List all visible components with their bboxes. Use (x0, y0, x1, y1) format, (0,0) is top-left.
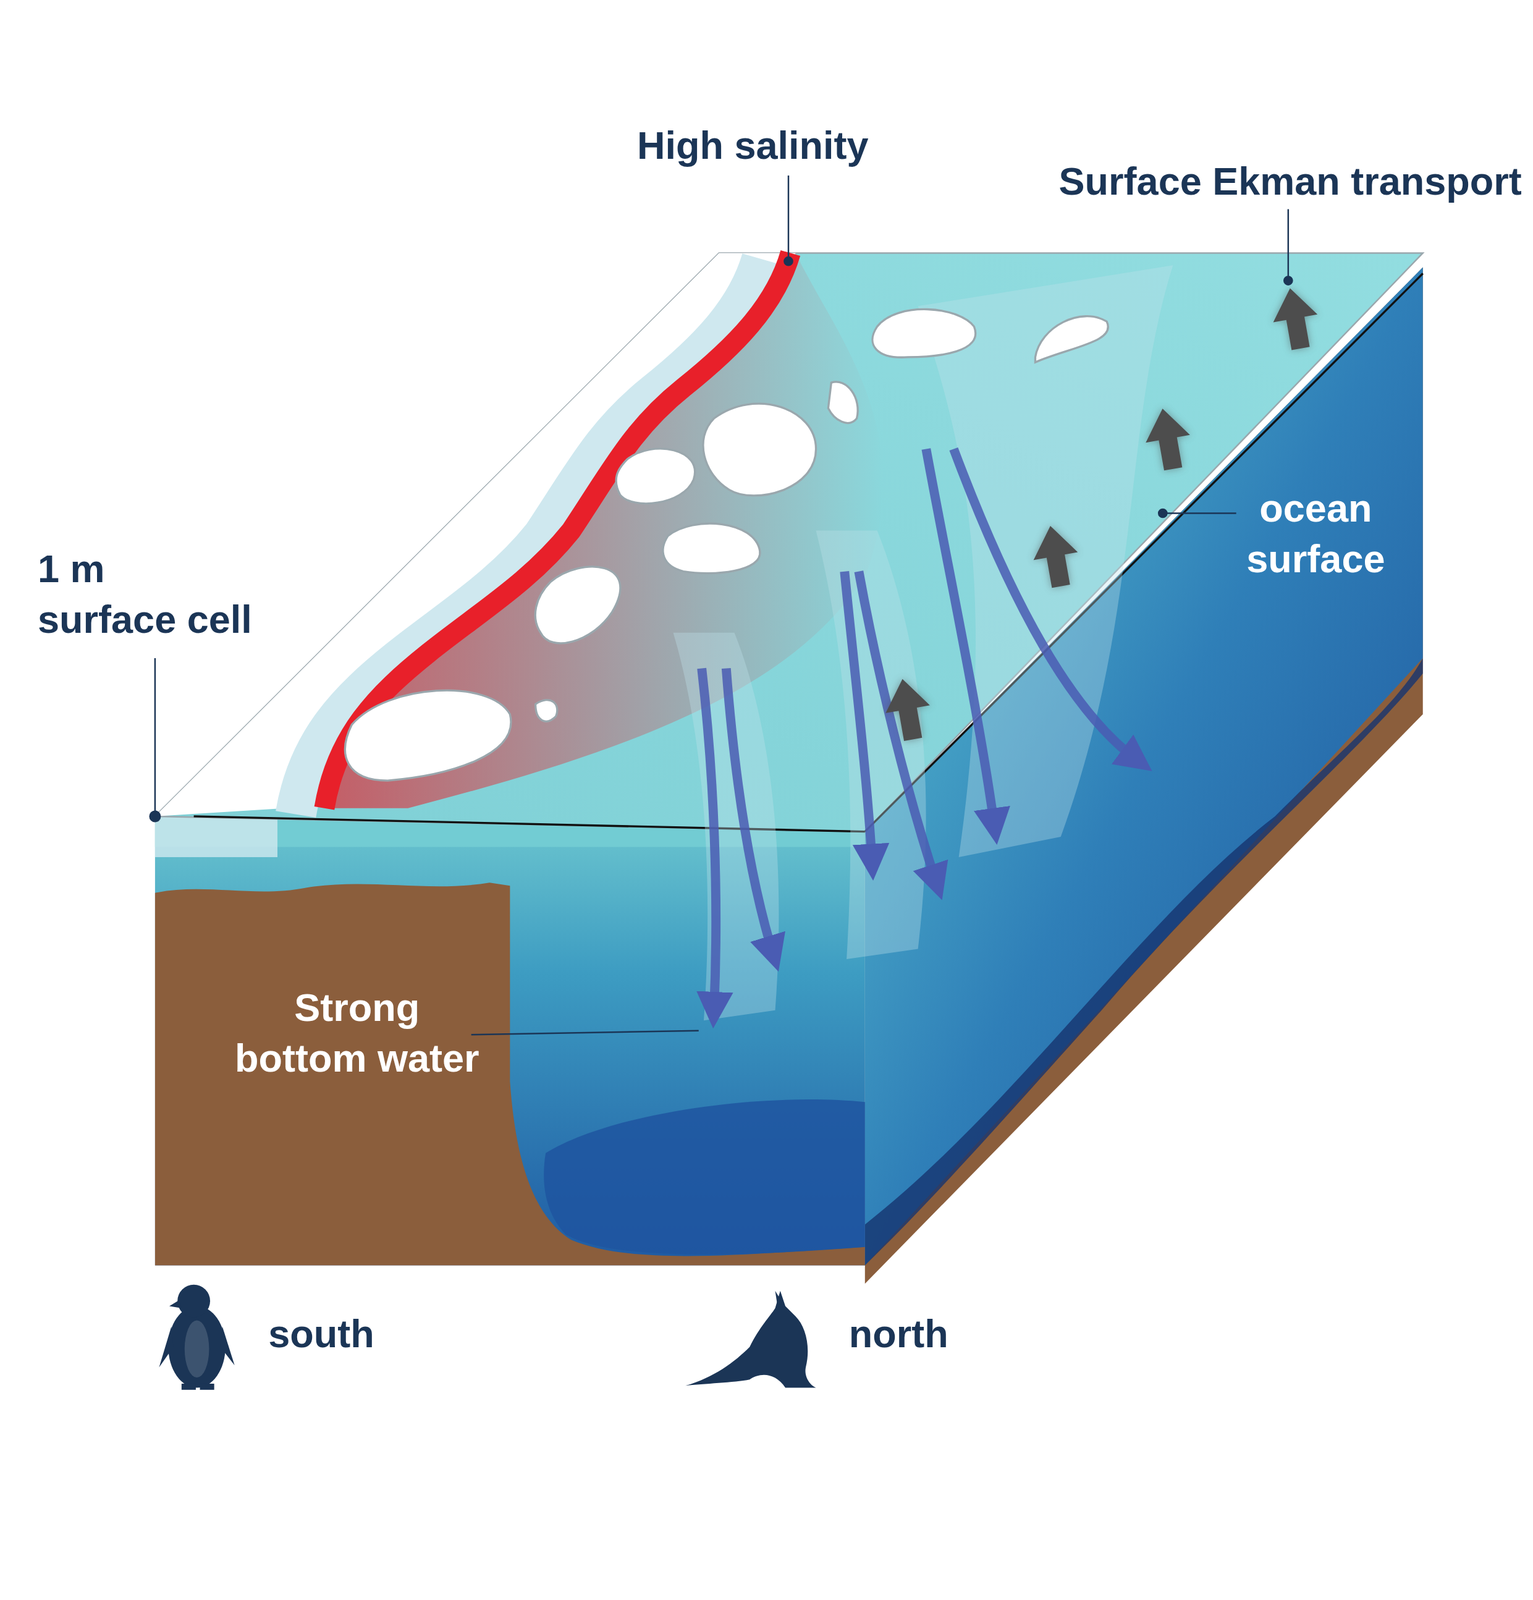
label: north (848, 1308, 949, 1360)
sea-surface (155, 252, 1424, 832)
label: Strong bottom water (228, 982, 486, 1084)
label: 1 m surface cell (37, 543, 253, 646)
brine-plumes (672, 265, 1173, 1021)
ekman-arrows (880, 284, 1323, 744)
label: Surface Ekman transport (1059, 156, 1522, 207)
leader-lines (150, 175, 1293, 1035)
penguin-icon (159, 1284, 235, 1390)
kangaroo-icon (685, 1290, 816, 1388)
label: High salinity (637, 120, 869, 172)
label: south (268, 1308, 374, 1360)
sinking-arrows (701, 449, 1138, 1011)
label: ocean surface (1226, 483, 1406, 585)
